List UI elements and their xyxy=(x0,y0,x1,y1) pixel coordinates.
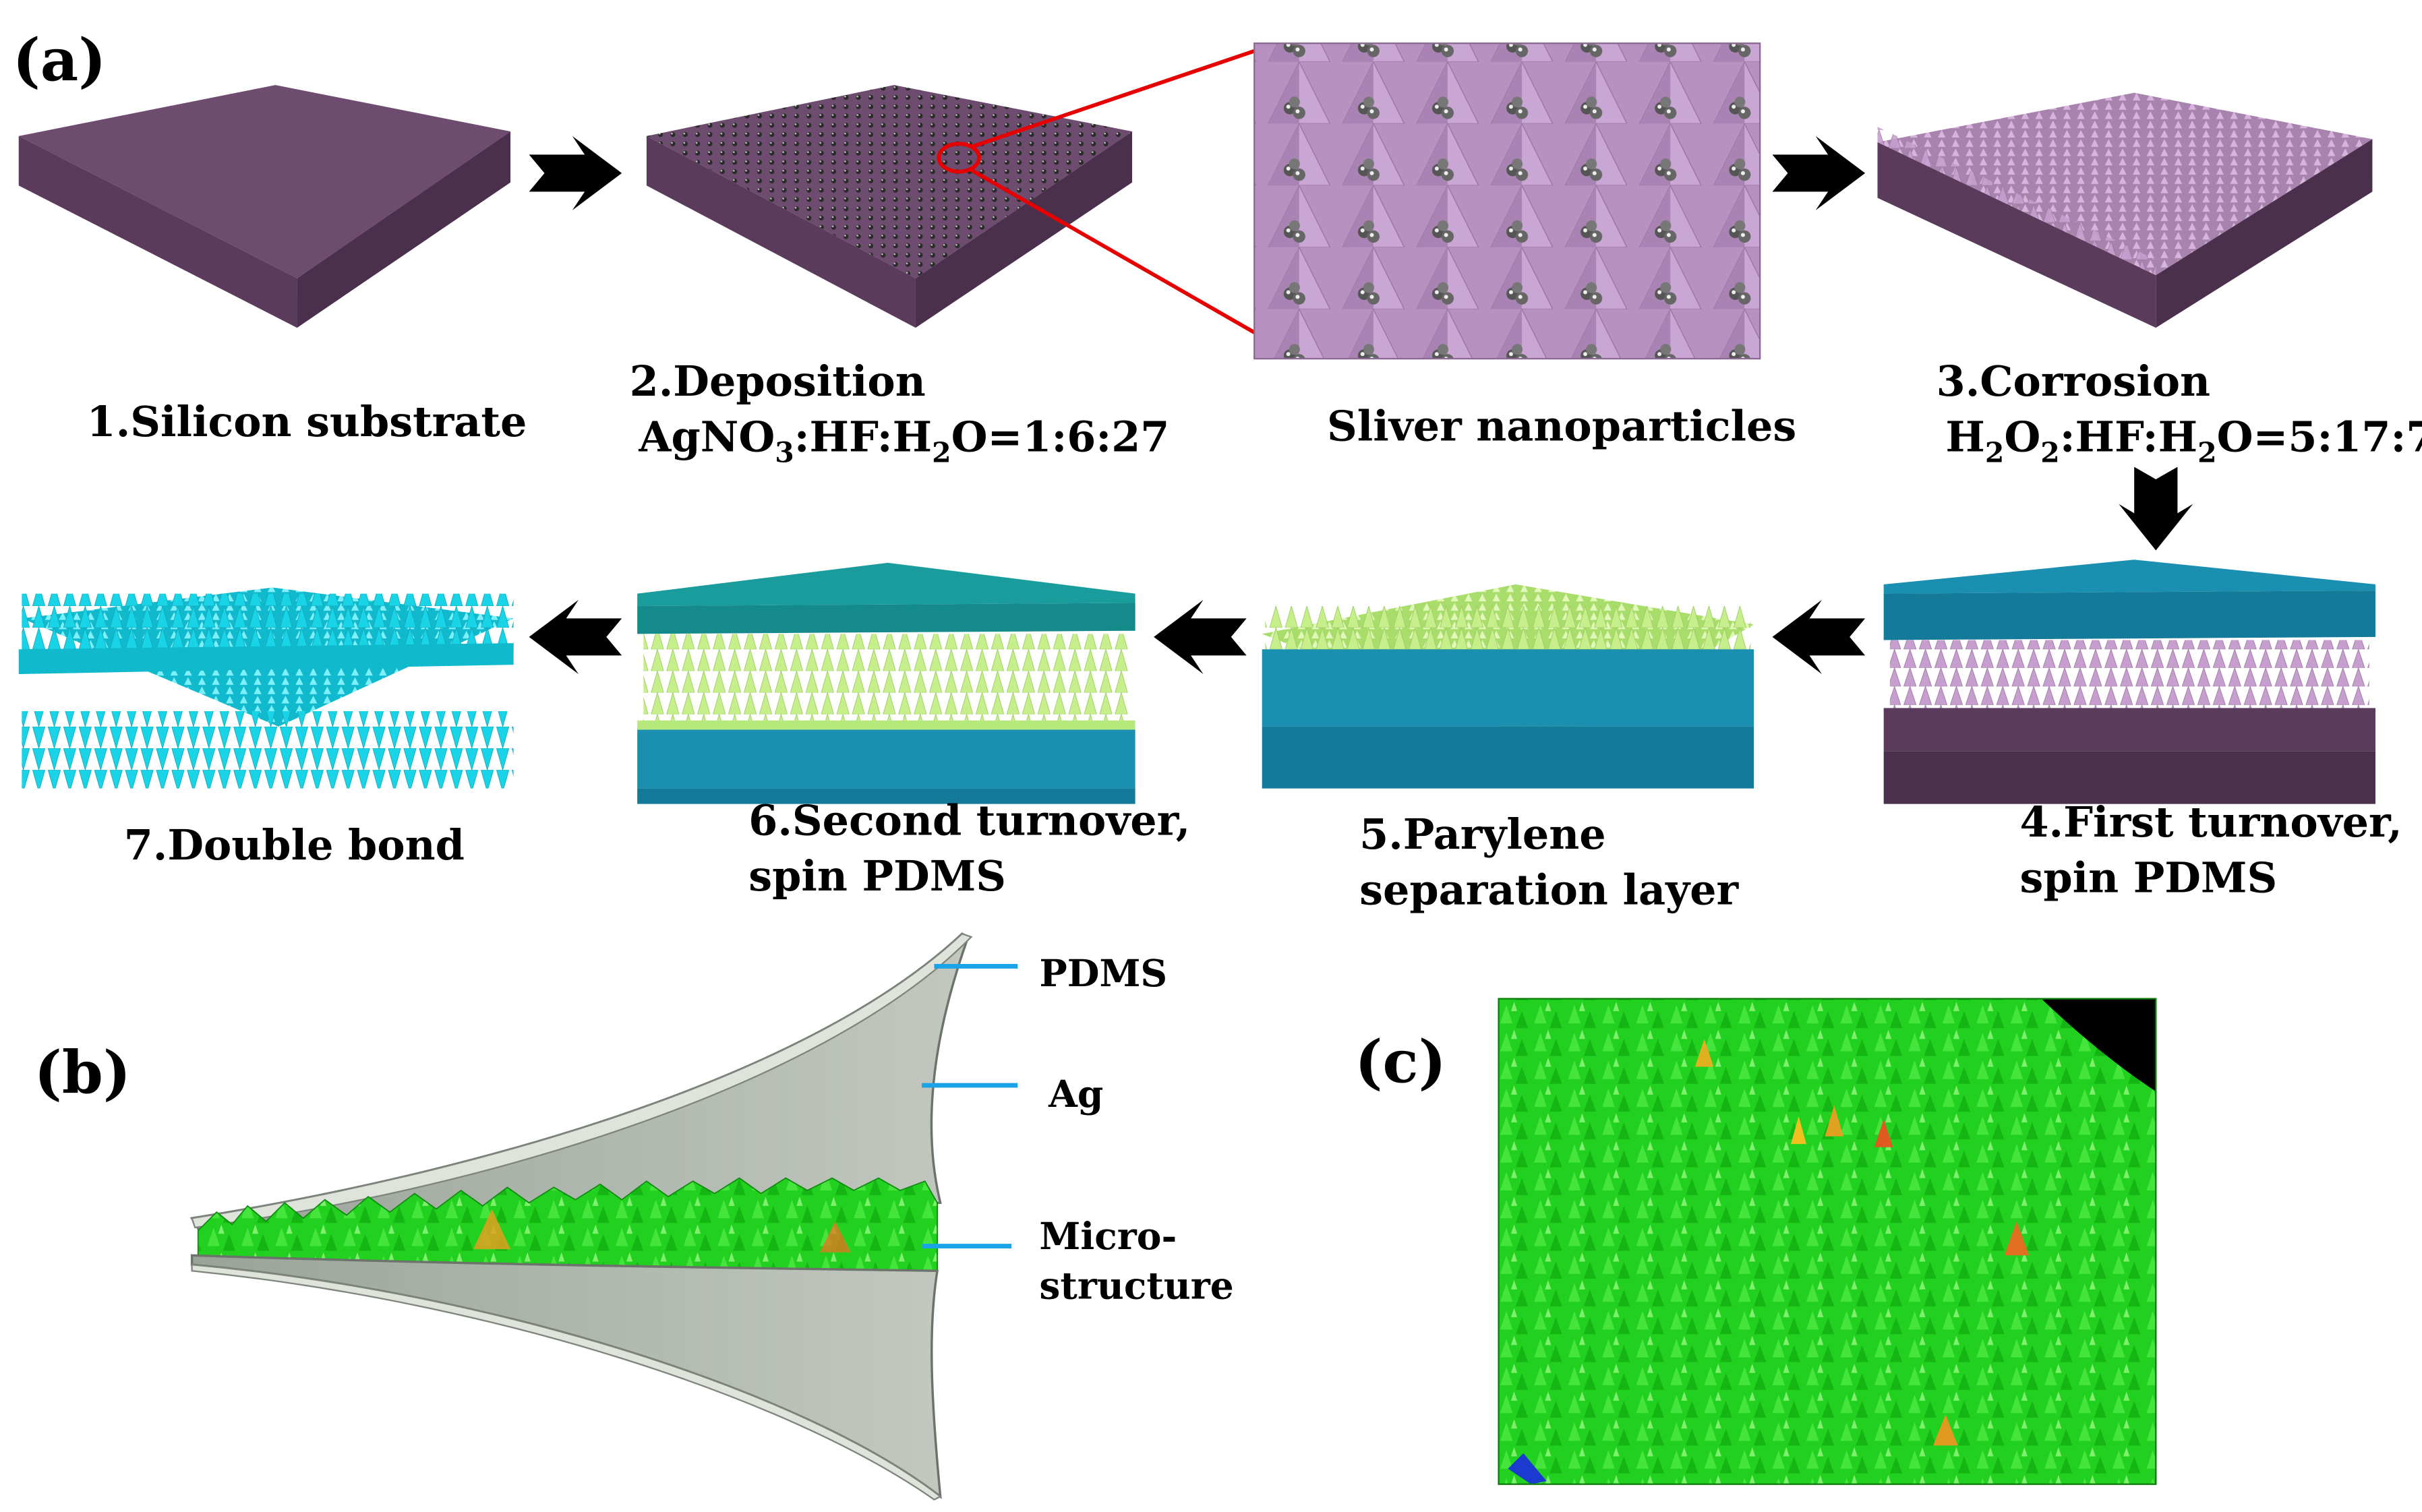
caption-step6-line2: spin PDMS xyxy=(748,851,1006,901)
step5-parylene-layer xyxy=(1262,584,1754,789)
zoom-line-top xyxy=(970,49,1256,149)
caption-step2-title: 2.Deposition xyxy=(630,357,926,406)
panel-label-a: (a) xyxy=(13,25,107,94)
panel-label-c: (c) xyxy=(1355,1027,1446,1096)
caption-step1: 1.Silicon substrate xyxy=(87,397,527,446)
arrow-left-icon xyxy=(1772,599,1866,674)
callout-micro-line1: Micro- xyxy=(1039,1214,1177,1258)
caption-step4-line2: spin PDMS xyxy=(2019,853,2277,902)
callout-ag: Ag xyxy=(1048,1072,1103,1116)
silver-nanoparticles-zoom xyxy=(1253,42,1761,360)
arrow-left-icon xyxy=(529,599,622,674)
callout-micro-line2: structure xyxy=(1039,1264,1233,1308)
arrow-right-icon xyxy=(1772,135,1866,210)
caption-step6-line1: 6.Second turnover, xyxy=(748,795,1190,845)
zoom-circle xyxy=(937,142,981,174)
surface-height-map xyxy=(1498,998,2157,1485)
step7-double-bond xyxy=(18,587,514,789)
arrow-down-icon xyxy=(2119,466,2193,551)
caption-step5-line1: 5.Parylene xyxy=(1359,810,1606,859)
arrow-left-icon xyxy=(1154,599,1247,674)
step3-etched-substrate xyxy=(1877,92,2373,328)
step2-deposited-substrate xyxy=(646,85,1133,328)
zoom-line-bottom xyxy=(970,168,1256,334)
step6-second-turnover xyxy=(637,562,1135,804)
caption-zoom: Sliver nanoparticles xyxy=(1327,402,1796,451)
step1-silicon-substrate xyxy=(18,85,511,328)
caption-step3-title: 3.Corrosion xyxy=(1937,357,2210,406)
sensor-structure-illustration xyxy=(189,932,973,1501)
step4-first-turnover xyxy=(1883,560,2375,804)
caption-step5-line2: separation layer xyxy=(1359,866,1739,915)
caption-step3-formula: H2O2:HF:H2O=5:17:78 xyxy=(1945,413,2422,469)
callout-pdms: PDMS xyxy=(1039,951,1167,995)
caption-step2-formula: AgNO3:HF:H2O=1:6:27 xyxy=(638,413,1169,469)
caption-step4-line1: 4.First turnover, xyxy=(2019,797,2402,847)
caption-step7: 7.Double bond xyxy=(124,820,465,870)
arrow-right-icon xyxy=(529,135,622,210)
panel-label-b: (b) xyxy=(34,1037,131,1107)
